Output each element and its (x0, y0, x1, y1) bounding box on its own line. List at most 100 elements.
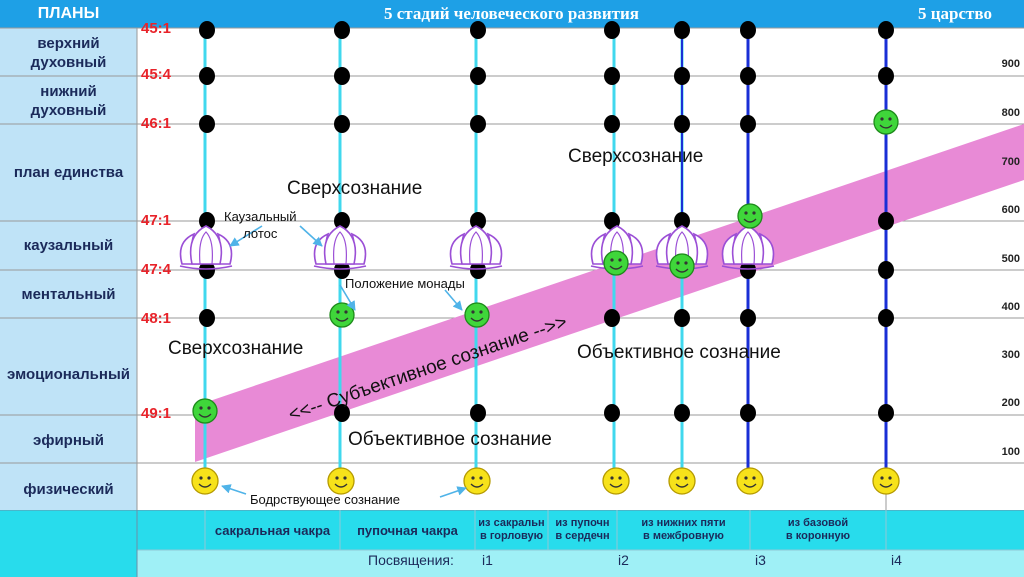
planes-header: ПЛАНЫ (0, 0, 137, 28)
black-dot-icon (199, 212, 215, 230)
annotation-arrow (444, 289, 463, 311)
smiley-yellow-icon (872, 467, 900, 495)
chakra-label: из базовой в коронную (785, 517, 851, 542)
lotus-icon (655, 225, 709, 270)
black-dot-icon (674, 404, 690, 422)
plane-mental: ментальный (21, 286, 116, 303)
subplane-label: 47:1 (141, 212, 172, 229)
superconscious-label: Сверхсознание (168, 338, 304, 359)
subplane-label: 46:1 (141, 115, 172, 132)
black-dot-icon (199, 309, 215, 327)
black-dot-icon (674, 21, 690, 39)
planes-column (0, 28, 137, 510)
annotation-arrow (299, 225, 323, 247)
initiation-i3: i3 (755, 552, 766, 568)
subplane-label: 47:4 (141, 261, 172, 278)
plane-etheric: эфирный (33, 432, 104, 449)
black-dot-icon (878, 404, 894, 422)
black-dot-icon (199, 21, 215, 39)
scale-label: 500 (1001, 253, 1020, 265)
plane-emotional: эмоциональный (7, 366, 130, 383)
chakra-label: из пупочн в сердечн (555, 517, 610, 542)
black-dot-icon (878, 212, 894, 230)
black-dot-icon (334, 261, 350, 279)
kingdom-header: 5 царство (886, 0, 1024, 28)
chakra-label: из нижних пяти в межбровную (641, 517, 726, 542)
black-dot-icon (604, 21, 620, 39)
smiley-yellow-icon (736, 467, 764, 495)
black-dot-icon (604, 404, 620, 422)
smiley-yellow-icon (327, 467, 355, 495)
smiley-yellow-icon (602, 467, 630, 495)
lotus-icon (721, 225, 775, 270)
black-dot-icon (470, 261, 486, 279)
scale-label: 800 (1001, 107, 1020, 119)
scale-label: 900 (1001, 58, 1020, 70)
subplane-label: 49:1 (141, 405, 172, 422)
initiations-band (137, 550, 1024, 577)
black-dot-icon (470, 21, 486, 39)
black-dot-icon (878, 261, 894, 279)
smiley-green-icon (873, 109, 899, 135)
black-dot-icon (334, 404, 350, 422)
plane-unity: план единства (13, 164, 124, 181)
black-dot-icon (674, 67, 690, 85)
smiley-green-icon (603, 250, 629, 276)
smiley-green-icon (464, 302, 490, 328)
chakra-label: сакральная чакра (214, 522, 331, 538)
smiley-green-icon (329, 302, 355, 328)
black-dot-icon (740, 404, 756, 422)
black-dot-icon (604, 309, 620, 327)
lotus-group (179, 225, 775, 270)
waking-consciousness-label: Бодрствующее сознание (250, 492, 401, 507)
initiation-i4: i4 (891, 552, 902, 568)
scale-label: 300 (1001, 349, 1020, 361)
black-dot-icon (604, 67, 620, 85)
face-group (191, 109, 900, 495)
subplane-label: 45:1 (141, 20, 172, 37)
stages-header: 5 стадий человеческого развития (137, 0, 886, 28)
lotus-icon (449, 225, 503, 270)
monad-position-label: Положение монады (345, 276, 465, 291)
smiley-green-icon (737, 203, 763, 229)
subplane-dots (199, 21, 894, 422)
chakra-label: пупочная чакра (357, 522, 458, 538)
lotus-icon (313, 225, 367, 270)
objective-consciousness-label: Объективное сознание (348, 429, 552, 450)
smiley-yellow-icon (191, 467, 219, 495)
scale-label: 200 (1001, 397, 1020, 409)
annotation-arrow (339, 284, 356, 311)
subjective-band (195, 124, 1024, 462)
initiations-label: Посвящения: (368, 552, 454, 568)
black-dot-icon (604, 212, 620, 230)
footer-corner (0, 510, 137, 577)
initiation-i2: i2 (618, 552, 629, 568)
footer-dividers (0, 510, 1024, 577)
plane-physical: физический (23, 481, 114, 498)
subplane-label: 48:1 (141, 310, 172, 327)
annotation-arrow (439, 486, 467, 498)
smiley-yellow-icon (463, 467, 491, 495)
annotation-arrows (221, 225, 467, 498)
annotation-arrow (229, 225, 263, 247)
black-dot-icon (878, 67, 894, 85)
black-dot-icon (740, 309, 756, 327)
black-dot-icon (470, 212, 486, 230)
black-dot-icon (674, 309, 690, 327)
black-dot-icon (674, 115, 690, 133)
plane-upper-spiritual: верхний духовный (30, 35, 107, 71)
lotus-icon (179, 225, 233, 270)
superconscious-label: Сверхсознание (568, 146, 704, 167)
plane-lower-spiritual: нижний духовный (30, 83, 107, 119)
subplane-label: 45:4 (141, 66, 172, 83)
black-dot-icon (878, 309, 894, 327)
black-dot-icon (199, 115, 215, 133)
objective-consciousness-label: Объективное сознание (577, 342, 781, 363)
black-dot-icon (674, 212, 690, 230)
black-dot-icon (604, 115, 620, 133)
annotation-arrow (221, 484, 247, 495)
superconscious-label: Сверхсознание (287, 178, 423, 199)
black-dot-icon (199, 261, 215, 279)
black-dot-icon (470, 115, 486, 133)
scale-label: 600 (1001, 204, 1020, 216)
